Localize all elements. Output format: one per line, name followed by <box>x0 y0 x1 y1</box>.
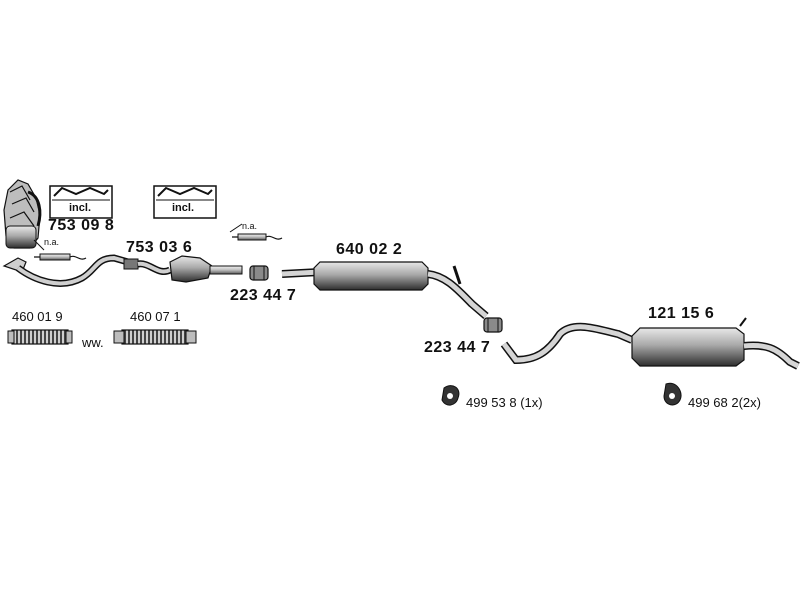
part-number-460019: 460 01 9 <box>12 309 63 324</box>
part-number-499538: 499 53 8 (1x) <box>466 395 543 410</box>
kit-incl-label-left: incl. <box>69 202 92 214</box>
lambda-sensor-left <box>33 239 87 261</box>
part-number-223447-upper: 223 44 7 <box>230 287 297 304</box>
rear-silencer <box>500 317 800 370</box>
part-number-121156: 121 15 6 <box>648 305 715 322</box>
alternative-ww-label: ww. <box>82 335 104 350</box>
part-number-753098: 753 09 8 <box>48 217 115 234</box>
mounting-kit-box-right <box>153 185 217 219</box>
not-applicable-label-right: n.a. <box>242 221 258 231</box>
part-number-753036: 753 03 6 <box>126 239 193 256</box>
part-number-223447-lower: 223 44 7 <box>424 339 491 356</box>
front-pipe <box>2 254 139 287</box>
flex-pipe-460019 <box>7 329 73 345</box>
middle-silencer <box>281 261 489 320</box>
part-number-460071: 460 07 1 <box>130 309 181 324</box>
lambda-sensor-right <box>229 223 283 241</box>
rubber-mount-499682 <box>663 382 682 406</box>
mounting-kit-box-left <box>49 185 113 219</box>
part-number-499682: 499 68 2(2x) <box>688 395 761 410</box>
kit-incl-label-right: incl. <box>172 202 195 214</box>
part-number-640022: 640 02 2 <box>336 241 403 258</box>
pipe-clamp-b <box>483 317 503 333</box>
exhaust-manifold <box>3 179 42 249</box>
flex-pipe-460071 <box>113 329 197 345</box>
catalytic-converter <box>137 255 243 283</box>
rubber-mount-499538 <box>441 385 460 406</box>
not-applicable-label-left: n.a. <box>44 237 60 247</box>
pipe-clamp-a <box>249 265 269 281</box>
